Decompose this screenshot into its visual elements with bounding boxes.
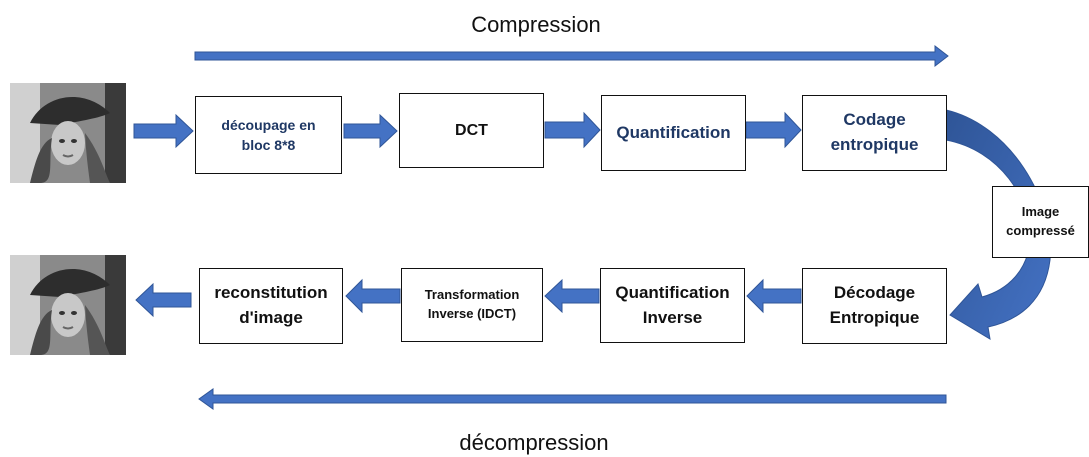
step-idct: Transformation Inverse (IDCT) xyxy=(401,268,543,342)
compression-direction-arrow xyxy=(194,44,949,68)
flow-arrow-decoding-to-invquant xyxy=(746,278,802,314)
step-reconstruction-label: reconstitution d'image xyxy=(214,283,328,327)
input-image xyxy=(10,83,126,183)
step-reconstruction: reconstitution d'image xyxy=(199,268,343,344)
step-quantification: Quantification xyxy=(601,95,746,171)
flow-arrow-invquant-to-idct xyxy=(544,278,600,314)
compressed-image-box: Image compressé xyxy=(992,186,1089,258)
flow-arrow-quant-to-coding xyxy=(745,111,802,149)
step-entropy-decoding: Décodage Entropique xyxy=(802,268,947,344)
decompression-label: décompression xyxy=(459,430,609,455)
compressed-image-label: Image compressé xyxy=(1006,204,1075,238)
step-quantification-label: Quantification xyxy=(616,122,731,142)
step-block-splitting: découpage en bloc 8*8 xyxy=(195,96,342,174)
step-idct-label: Transformation Inverse (IDCT) xyxy=(424,287,520,321)
output-image xyxy=(10,255,126,355)
flow-arrow-dct-to-quant xyxy=(544,111,601,149)
decompression-direction-arrow xyxy=(198,388,947,410)
step-entropy-coding-label: Codage entropique xyxy=(830,110,919,154)
step-dct: DCT xyxy=(399,93,544,168)
step-entropy-decoding-label: Décodage Entropique xyxy=(829,283,920,327)
grayscale-portrait-image-icon xyxy=(10,83,126,183)
flow-arrow-reconstruct-to-output xyxy=(135,282,192,318)
compression-label: Compression xyxy=(471,12,601,37)
flow-arrow-split-to-dct xyxy=(343,113,398,149)
step-dct-label: DCT xyxy=(455,121,488,139)
step-inverse-quantification-label: Quantification Inverse xyxy=(615,282,730,327)
step-inverse-quantification: Quantification Inverse xyxy=(600,268,745,343)
flow-arrow-idct-to-reconstruct xyxy=(345,278,401,314)
flow-arrow-input-to-split xyxy=(133,113,194,149)
step-block-splitting-label: découpage en bloc 8*8 xyxy=(221,116,316,153)
step-entropy-coding: Codage entropique xyxy=(802,95,947,171)
grayscale-portrait-image-icon xyxy=(10,255,126,355)
